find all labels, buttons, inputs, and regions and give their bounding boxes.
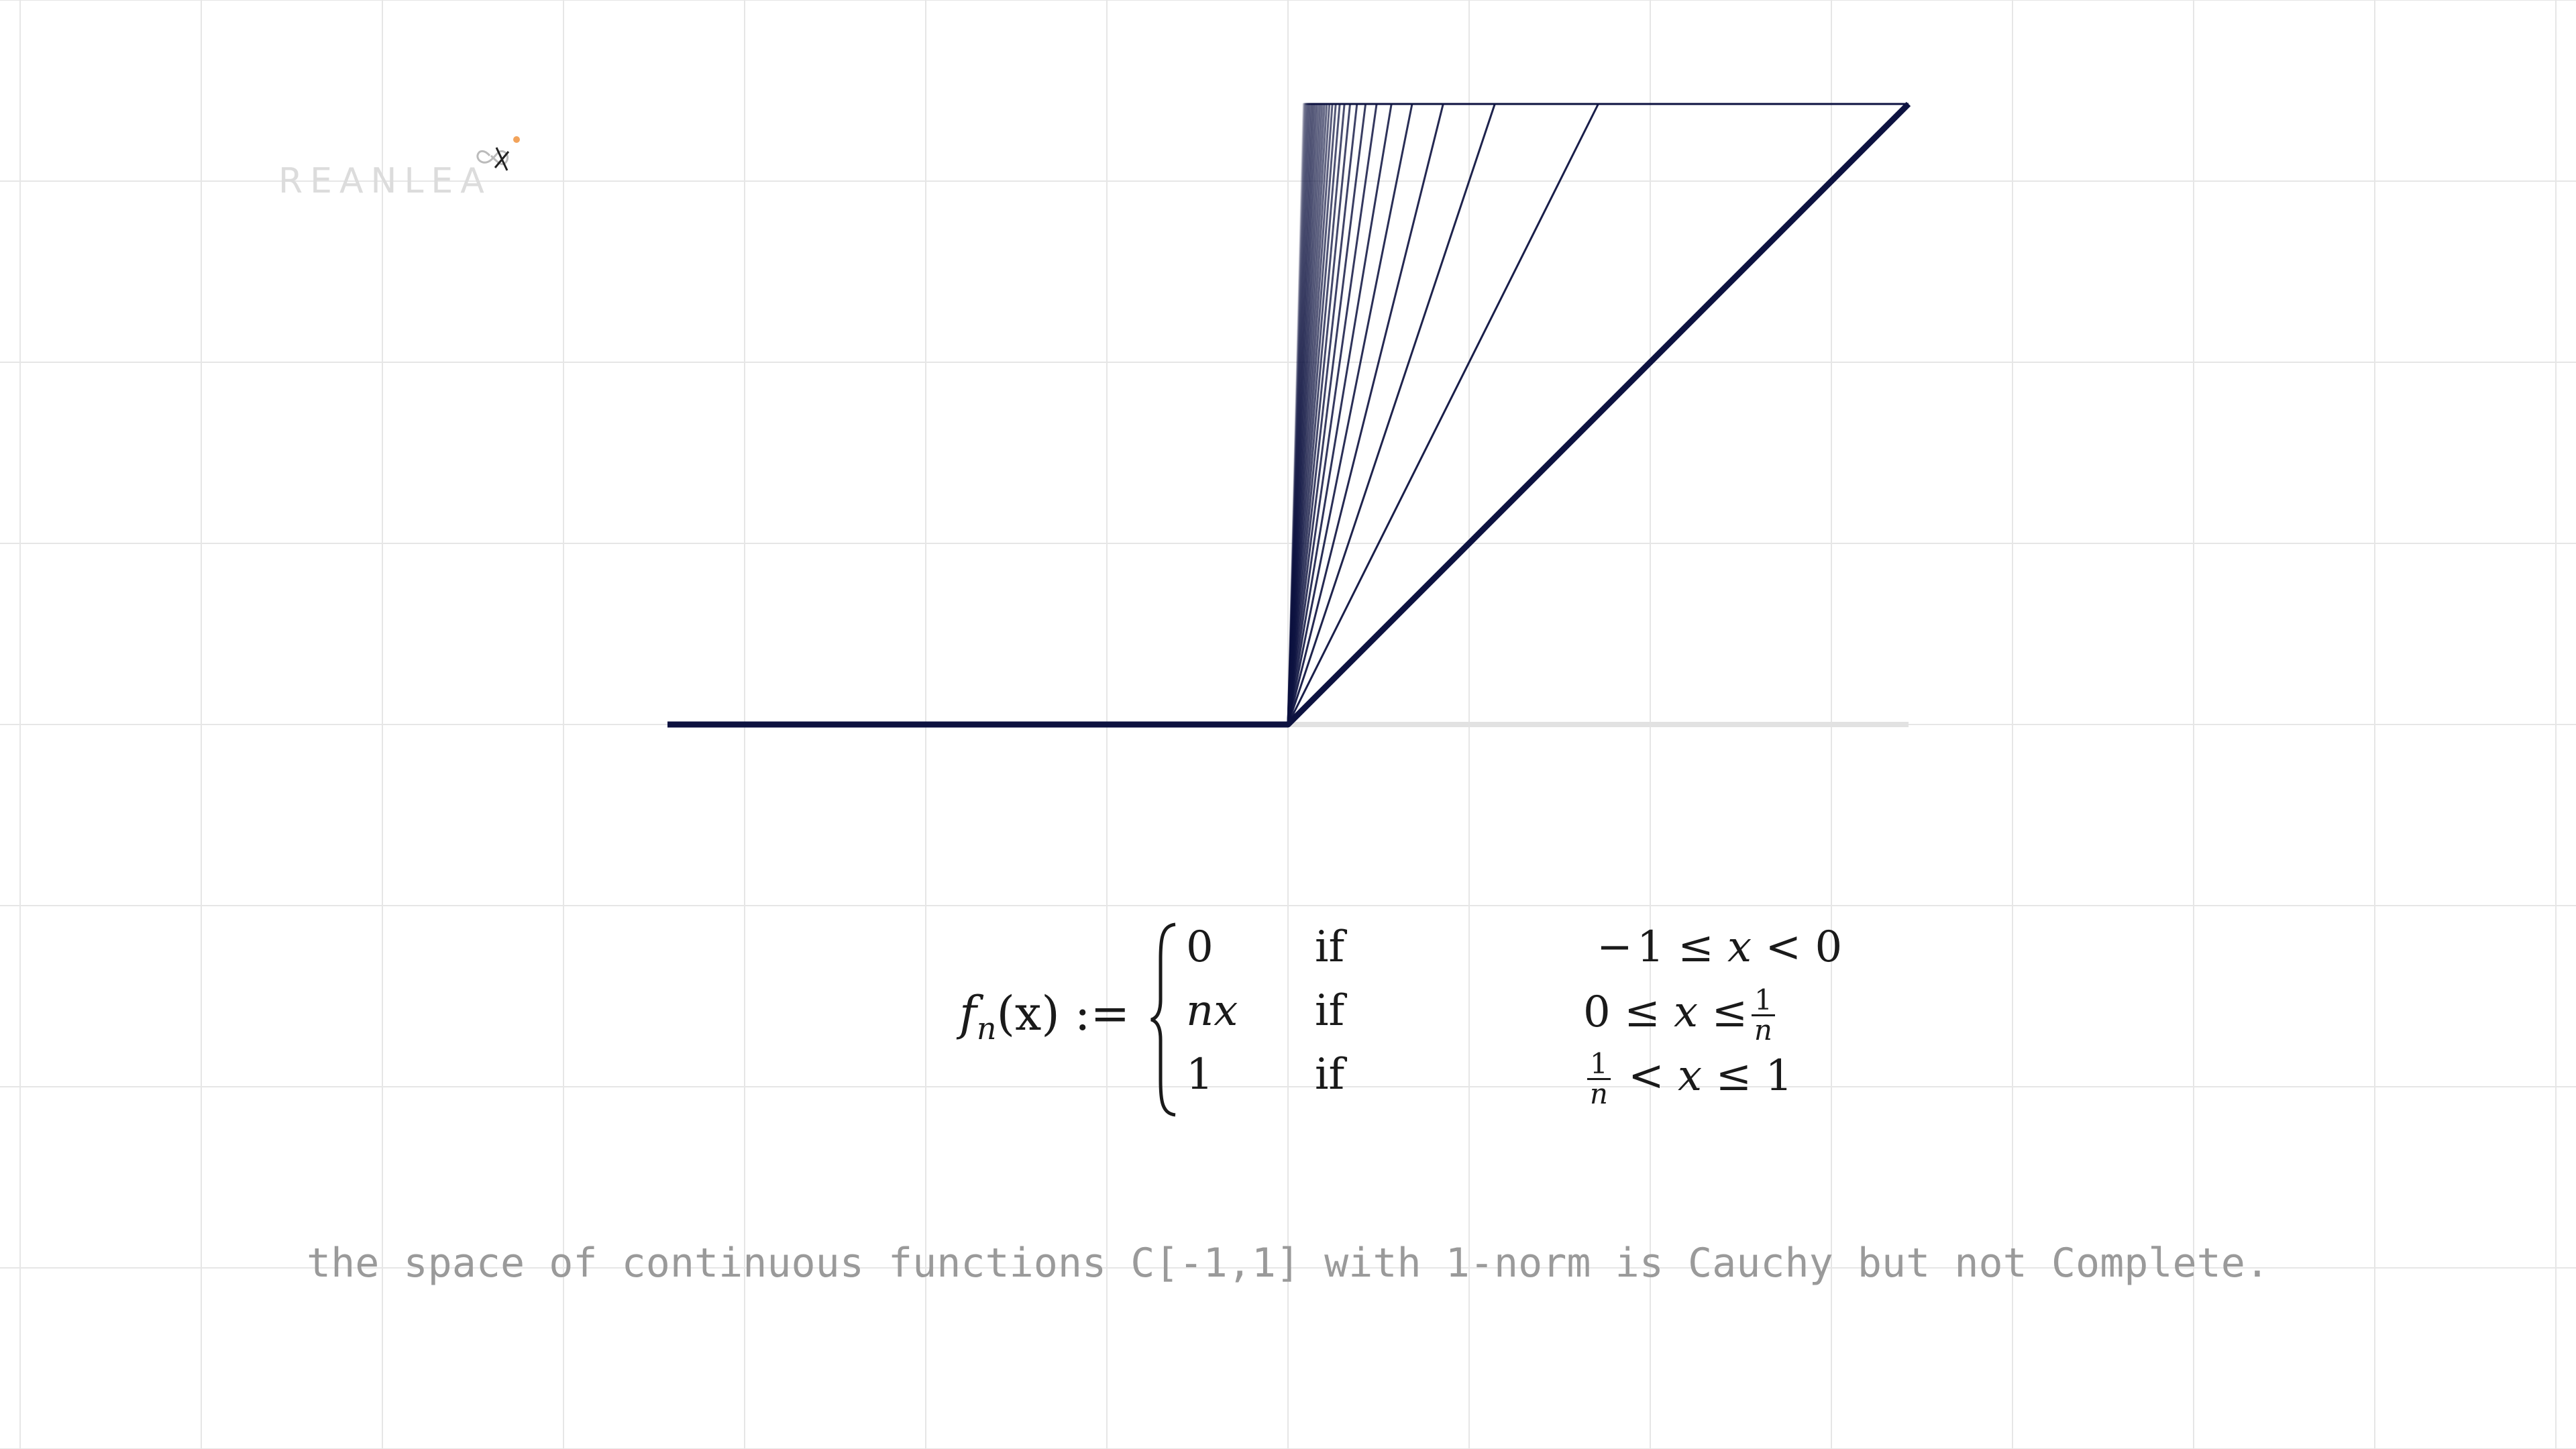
case-1-value: 0	[1186, 922, 1214, 972]
watermark-text: REANLEA	[278, 161, 492, 201]
case-2-if: if	[1315, 986, 1345, 1036]
function-family	[667, 101, 1911, 728]
left-brace-icon	[1150, 922, 1176, 1117]
case-3-value: 1	[1186, 1050, 1214, 1099]
formula-subscript: n	[976, 1010, 997, 1046]
formula-f: f	[959, 986, 977, 1041]
curve-f-n-1	[667, 101, 1911, 728]
case-3-if: if	[1315, 1050, 1345, 1099]
case-2-value: nx	[1186, 986, 1238, 1036]
case-1-if: if	[1315, 922, 1345, 972]
case-1-condition: − 1 ≤ x < 0	[1597, 922, 1843, 972]
formula-lhs: fn(x) :=	[959, 986, 1130, 1046]
formula-lhs-rest: (x) :=	[996, 986, 1130, 1041]
reanlea-logo-icon	[476, 136, 520, 171]
piecewise-formula: fn(x) := 0 if − 1 ≤ x < 0 nx if 0 ≤ x ≤1…	[959, 919, 1842, 1120]
caption-text: the space of continuous functions C[-1,1…	[307, 1240, 2269, 1287]
